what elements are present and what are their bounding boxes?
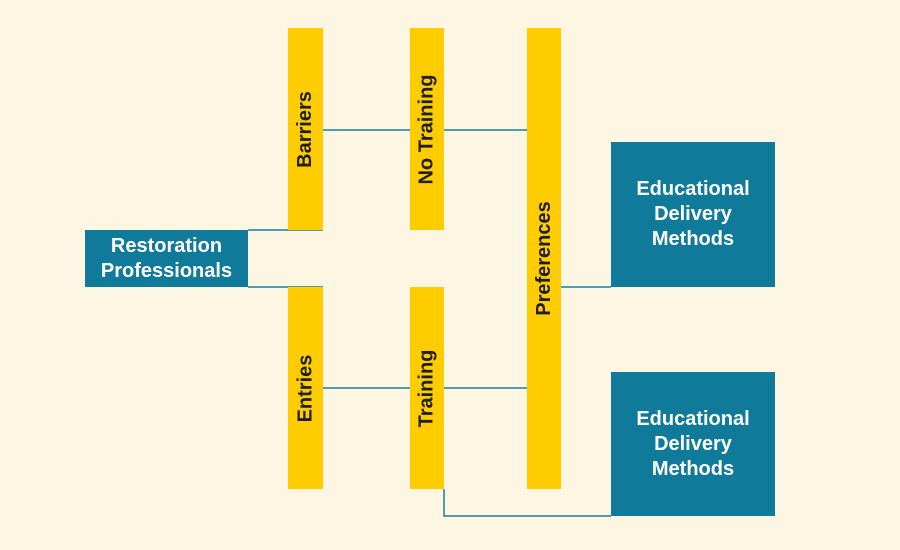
no-training-bar: No Training xyxy=(410,28,444,230)
restoration-professionals-box: Restoration Professionals xyxy=(85,230,248,287)
educational-delivery-methods-top-label: Educational Delivery Methods xyxy=(636,178,750,250)
educational-delivery-methods-bottom-box: Educational Delivery Methods xyxy=(611,372,775,516)
barriers-bar: Barriers xyxy=(288,28,323,230)
training-bar: Training xyxy=(410,287,444,489)
restoration-professionals-label: Restoration Professionals xyxy=(100,234,233,282)
educational-delivery-methods-bottom-label: Educational Delivery Methods xyxy=(636,407,750,480)
preferences-label: Preferences xyxy=(532,201,555,316)
no-training-label: No Training xyxy=(415,74,438,184)
entries-label: Entries xyxy=(294,354,316,422)
entries-bar: Entries xyxy=(288,287,323,489)
preferences-bar: Preferences xyxy=(527,28,561,489)
educational-delivery-methods-top-box: Educational Delivery Methods xyxy=(611,142,775,287)
connector-training-methods-bottom xyxy=(443,489,611,517)
training-label: Training xyxy=(415,349,438,427)
barriers-label: Barriers xyxy=(294,90,316,168)
